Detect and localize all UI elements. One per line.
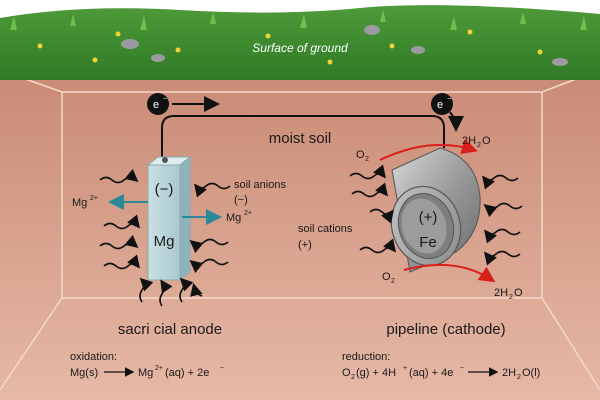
soil-background <box>0 70 600 400</box>
cathode-metal: Fe <box>419 234 437 251</box>
oxidation-lhs: Mg(s) <box>70 367 98 379</box>
water-bottom-sub: 2 <box>509 294 513 301</box>
electron-left-label: e <box>153 99 159 111</box>
reduction-title: reduction: <box>342 351 390 363</box>
water-top-sub: 2 <box>477 142 481 149</box>
oxidation-rhs-a: Mg <box>138 367 153 379</box>
o2-top-sub: 2 <box>365 156 369 163</box>
mg-anode: (−) Mg <box>146 155 192 282</box>
oxygen-arrow-bottom <box>403 263 496 283</box>
water-bottom-label: 2H <box>494 287 508 299</box>
cathode-charge: (+) <box>419 209 438 226</box>
anode-charge: (−) <box>155 181 174 198</box>
cation-arrows-left <box>349 164 397 254</box>
mg-ion-left-label: Mg <box>72 197 87 209</box>
water-top-tail: O <box>482 135 491 147</box>
oxidation-rhs-sup2: − <box>220 365 224 372</box>
electron-right: e − <box>431 93 464 132</box>
o2-top-label: O <box>356 149 365 161</box>
anode-metal: Mg <box>154 233 175 250</box>
reduction-p3: (aq) + 4e <box>409 367 453 379</box>
electron-right-sup: − <box>447 96 451 103</box>
anode-caption: sacri cial anode <box>118 321 222 338</box>
anion-arrows-left <box>99 168 141 270</box>
cathode-caption: pipeline (cathode) <box>386 321 505 338</box>
anion-arrows-right <box>189 182 231 274</box>
water-top-label: 2H <box>462 135 476 147</box>
soil-cations-charge: (+) <box>298 239 312 251</box>
reduction-p3-sup: − <box>460 365 464 372</box>
cation-arrows-right <box>481 174 523 266</box>
moist-soil-label: moist soil <box>269 130 332 147</box>
grass-texture <box>10 10 587 30</box>
soil-box-outline <box>0 69 600 391</box>
water-bottom-tail: O <box>514 287 523 299</box>
reduction-p2: (g) + 4H <box>356 367 396 379</box>
electron-right-label: e <box>437 99 443 111</box>
reduction-rhs-sub: 2 <box>517 374 521 381</box>
oxidation-rhs-b: (aq) + 2e <box>165 367 209 379</box>
mg-ion-left-sup: 2+ <box>90 195 98 202</box>
pebbles <box>121 25 568 66</box>
o2-bottom-sub: 2 <box>391 278 395 285</box>
flowers <box>37 29 543 65</box>
reduction-rhs-a: 2H <box>502 367 516 379</box>
oxidation-rhs-sup: 2+ <box>155 365 163 372</box>
reduction-p2-sup: + <box>403 365 407 372</box>
o2-bottom-label: O <box>382 271 391 283</box>
oxygen-arrow-top <box>379 138 478 161</box>
electron-left: e − <box>147 93 220 115</box>
mg-ion-right-sup: 2+ <box>244 210 252 217</box>
connecting-wire <box>161 115 445 158</box>
fe-pipeline: (+) Fe <box>390 147 481 273</box>
electron-right-arrow <box>447 111 464 132</box>
reduction-p1-sub: 2 <box>351 374 355 381</box>
anion-arrows-bottom <box>139 277 203 307</box>
electron-left-sup: − <box>163 96 167 103</box>
grass-surface <box>0 5 600 80</box>
surface-label: Surface of ground <box>252 41 348 55</box>
reduction-p1: O <box>342 367 351 379</box>
mg-ion-right-label: Mg <box>226 212 241 224</box>
oxidation-title: oxidation: <box>70 351 117 363</box>
reduction-rhs-b: O(l) <box>522 367 540 379</box>
soil-anions-label: soil anions <box>234 179 286 191</box>
soil-cations-label: soil cations <box>298 223 353 235</box>
soil-anions-charge: (−) <box>234 194 248 206</box>
